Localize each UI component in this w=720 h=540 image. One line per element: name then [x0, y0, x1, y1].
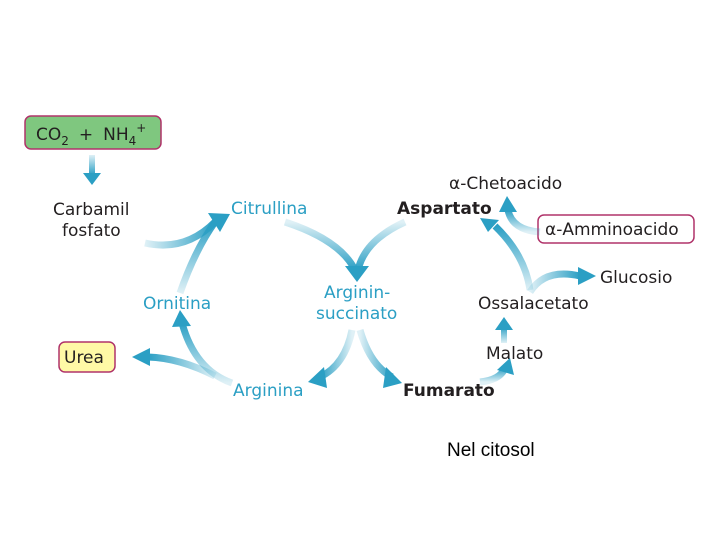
malato-label: Malato: [486, 344, 543, 364]
arrow-argininosuccinato-to-arginina: [308, 329, 356, 388]
argininosuccinato-label: Arginin-succinato: [316, 283, 397, 324]
arrow-to-urea: [132, 348, 217, 380]
co2-nh4-box: CO2+NH4+: [24, 115, 162, 150]
arrow-input-to-carbamil: [83, 155, 101, 185]
citrullina-label: Citrullina: [231, 199, 307, 219]
arrow-arginina-to-ornitina: [172, 310, 234, 387]
urea-box: Urea: [58, 341, 116, 373]
arrow-ossalacetato-to-glucosio: [527, 267, 596, 295]
ossalacetato-label: Ossalacetato: [478, 294, 589, 314]
aspartato-label: Aspartato: [397, 199, 492, 219]
arginina-label: Arginina: [233, 381, 304, 401]
alpha-amminoacido-label: α-Amminoacido: [545, 220, 679, 240]
arrow-amminoacido-to-chetoacido: [499, 196, 541, 236]
arrow-ossalacetato-to-aspartato: [480, 218, 534, 291]
co2-label: CO: [36, 125, 61, 145]
nh4-label: NH: [103, 125, 129, 145]
urea-label: Urea: [64, 348, 104, 368]
ornitina-label: Ornitina: [143, 294, 211, 314]
arrow-carbamil-to-citrullina: [144, 213, 230, 295]
arrow-malato-to-ossalacetato: [495, 317, 513, 343]
arrow-argininosuccinato-to-fumarato: [356, 329, 402, 388]
arrow-citrullina-to-argininosuccinato: [283, 218, 407, 282]
alpha-chetoacido-label: α-Chetoacido: [449, 174, 562, 194]
arrow-fumarato-to-malato: [479, 358, 514, 386]
svg-text:CO2+NH4+: CO2+NH4+: [36, 121, 146, 148]
glucosio-label: Glucosio: [600, 268, 672, 288]
caption-nel-citosol: Nel citosol: [447, 440, 535, 461]
alpha-amminoacido-box: α-Amminoacido: [537, 214, 695, 244]
fumarato-label: Fumarato: [403, 381, 495, 401]
